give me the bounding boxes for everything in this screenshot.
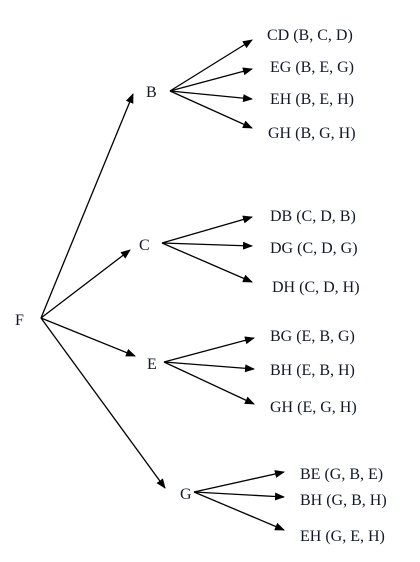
- edge-e-to-bg: [163, 336, 255, 363]
- edge-g-to-eh: [193, 491, 285, 531]
- leaf-label: EH (B, E, H): [270, 91, 354, 108]
- leaf-label: BE (G, B, E): [300, 466, 383, 483]
- edge-c-to-dg: [161, 241, 253, 250]
- branch-label-b: B: [146, 84, 157, 101]
- e-edges: [163, 336, 255, 405]
- edge-b-to-cd: [169, 39, 253, 92]
- edge-c-to-db: [161, 215, 253, 244]
- leaf-label: EG (B, E, G): [270, 59, 354, 76]
- edge-f-to-e: [40, 317, 136, 357]
- branch-label-e: E: [147, 356, 157, 373]
- leaf-label: BG (E, B, G): [270, 328, 355, 345]
- root-node-label: F: [15, 312, 24, 329]
- leaf-label: DG (C, D, G): [270, 240, 358, 257]
- leaf-label: GH (E, G, H): [270, 399, 357, 416]
- edge-f-to-g: [40, 317, 166, 489]
- edge-b-to-eh: [169, 90, 253, 103]
- leaf-label: DB (C, D, B): [270, 208, 356, 225]
- branch-label-g: G: [180, 486, 192, 503]
- branch-label-c: C: [139, 237, 150, 254]
- c-edges: [161, 215, 253, 283]
- leaf-label: DH (C, D, H): [272, 279, 360, 296]
- g-edges: [193, 470, 285, 531]
- leaf-label: CD (B, C, D): [267, 27, 353, 44]
- edge-b-to-eg: [169, 67, 253, 92]
- leaf-label: EH (G, E, H): [300, 528, 385, 545]
- edge-f-to-c: [40, 249, 131, 319]
- b-edges: [169, 39, 253, 129]
- root-edges: [40, 93, 166, 489]
- leaf-label: BH (G, B, H): [300, 492, 387, 509]
- leaf-label: BH (E, B, H): [270, 362, 355, 379]
- edge-g-to-be: [193, 470, 285, 493]
- leaf-label: GH (B, G, H): [268, 125, 356, 142]
- edge-g-to-bh: [193, 491, 285, 501]
- edge-e-to-gh: [163, 361, 255, 405]
- edge-c-to-dh: [161, 242, 253, 283]
- edge-f-to-b: [40, 93, 134, 319]
- edge-e-to-bh: [163, 361, 255, 373]
- edge-b-to-gh: [169, 90, 253, 129]
